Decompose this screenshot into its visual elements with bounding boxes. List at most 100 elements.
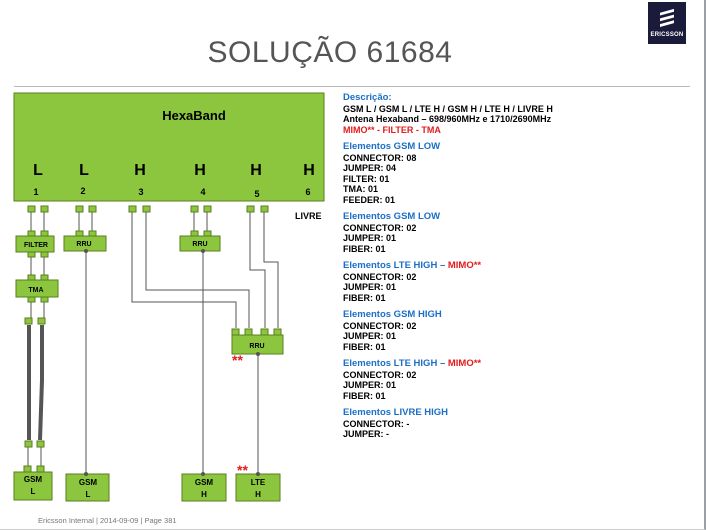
filter-box: [15, 235, 55, 253]
rru2-box: [179, 235, 221, 252]
section-line: JUMPER: -: [343, 429, 390, 439]
section-line: FIBER: 01: [343, 243, 386, 254]
port-letter-5: H: [250, 162, 262, 179]
section-line: CONNECTOR: 08: [343, 152, 417, 163]
feeder-cables: [27, 325, 44, 441]
mimo-stars-rru: **: [232, 352, 243, 368]
section-header: Elementos LTE HIGH – MIMO**: [343, 358, 693, 370]
section-title-mimo: MIMO**: [447, 260, 482, 271]
rru3-fiber-port: [256, 352, 260, 356]
port-number-2: 2: [80, 186, 85, 196]
port-number-4: 4: [200, 187, 205, 197]
section-gsm-low-2: Elementos GSM LOW CONNECTOR: 02 JUMPER: …: [343, 211, 693, 254]
gsm-high-line2: H: [201, 490, 207, 499]
section-title-mimo: MIMO**: [447, 358, 482, 369]
section-header: Elementos LIVRE HIGH: [343, 407, 693, 419]
jumper-lines: [30, 212, 279, 472]
lte-high-port: [256, 472, 260, 476]
port-letter-2: L: [79, 162, 89, 179]
section-line: CONNECTOR: 02: [343, 320, 417, 331]
gsm-high-line1: GSM: [195, 478, 214, 487]
section-livre-high: Elementos LIVRE HIGH CONNECTOR: - JUMPER…: [343, 407, 693, 440]
section-line: CONNECTOR: 02: [343, 271, 417, 282]
port-number-1: 1: [33, 187, 38, 197]
gsm-low-2-port: [84, 472, 88, 476]
lte-high-line1: LTE: [251, 478, 266, 487]
rru1-label: RRU: [76, 241, 91, 248]
section-line: FEEDER: 01: [343, 194, 396, 205]
gsm-low-2-box: [65, 473, 110, 502]
section-header: Elementos GSM LOW: [343, 141, 693, 153]
gsm-low-1-line1: GSM: [24, 475, 43, 484]
mimo-stars-lte: **: [237, 462, 248, 478]
tma-label: TMA: [28, 287, 43, 294]
port-letter-4: H: [194, 162, 206, 179]
port-number-5: 5: [254, 189, 259, 199]
section-header: Elementos LTE HIGH – MIMO**: [343, 260, 693, 272]
port-number-3: 3: [138, 187, 143, 197]
descricao-line3: MIMO** - FILTER - TMA: [343, 124, 441, 135]
section-line: JUMPER: 01: [343, 331, 397, 341]
descricao-header: Descrição:: [343, 92, 392, 103]
ericsson-mark-icon: [660, 8, 674, 27]
section-title: Elementos LIVRE HIGH: [343, 407, 449, 418]
section-line: CONNECTOR: 02: [343, 369, 417, 380]
footer: Ericsson Internal | 2014-09-09 | Page 38…: [38, 516, 177, 525]
rru3-connectors: [231, 328, 282, 336]
tma-box: [15, 279, 59, 298]
section-title: Elementos LTE HIGH –: [343, 260, 448, 271]
gsm-low-2-line2: L: [86, 490, 91, 499]
port-number-6: 6: [305, 187, 310, 197]
section-line: FIBER: 01: [343, 390, 386, 401]
feeder-to-gsm-lines: [27, 447, 42, 466]
section-line: CONNECTOR: 02: [343, 222, 417, 233]
descricao-line1: GSM L / GSM L / LTE H / GSM H / LTE H / …: [343, 103, 553, 114]
rru2-connectors: [190, 230, 212, 237]
logo-text: ERICSSON: [650, 32, 684, 38]
section-line: TMA: 01: [343, 184, 379, 194]
section-lte-high-1: Elementos LTE HIGH – MIMO** CONNECTOR: 0…: [343, 260, 693, 303]
antenna-diagram: HexaBand L L H H H H 1 2 3 4 5 6: [13, 92, 325, 502]
section-title: Elementos GSM LOW: [343, 141, 441, 152]
rru1-connectors: [75, 230, 97, 237]
section-title: Elementos GSM LOW: [343, 211, 441, 222]
hexaband-connectors: [27, 205, 269, 213]
section-header: Elementos GSM LOW: [343, 211, 693, 223]
port-letter-1: L: [33, 162, 43, 179]
section-line: FIBER: 01: [343, 341, 386, 352]
section-title: Elementos GSM HIGH: [343, 309, 442, 320]
ericsson-logo: ERICSSON: [648, 2, 686, 44]
section-header: Elementos GSM HIGH: [343, 309, 693, 321]
section-line: JUMPER: 01: [343, 233, 397, 243]
rru2-label: RRU: [192, 241, 207, 248]
section-gsm-high: Elementos GSM HIGH CONNECTOR: 02 JUMPER:…: [343, 309, 693, 352]
hexaband-label: HexaBand: [162, 108, 226, 123]
gsm-high-port: [201, 472, 205, 476]
rru1-fiber-port: [84, 249, 88, 253]
descricao-line2: Antena Hexaband – 698/960MHz e 1710/2690…: [343, 114, 552, 124]
section-line: JUMPER: 01: [343, 380, 397, 390]
port-letter-6: H: [303, 162, 315, 179]
lte-high-line2: H: [255, 490, 261, 499]
livre-label: LIVRE: [295, 211, 322, 221]
section-title: Elementos LTE HIGH –: [343, 358, 448, 369]
gsm-low-1-line2: L: [31, 487, 36, 496]
rru2-fiber-port: [201, 249, 205, 253]
section-line: FILTER: 01: [343, 173, 390, 184]
section-line: CONNECTOR: -: [343, 418, 410, 429]
title-divider: [14, 86, 690, 87]
section-line: JUMPER: 04: [343, 163, 397, 173]
section-line: FIBER: 01: [343, 292, 386, 303]
port-letter-3: H: [134, 162, 146, 179]
hexaband-box: [13, 92, 325, 202]
gsm-high-box: [181, 473, 227, 502]
rru3-label: RRU: [249, 343, 264, 350]
bottom-connectors: [23, 465, 45, 473]
info-panel: Descrição: GSM L / GSM L / LTE H / GSM H…: [343, 92, 693, 440]
gsm-low-2-line1: GSM: [79, 478, 98, 487]
section-gsm-low-1: Elementos GSM LOW CONNECTOR: 08 JUMPER: …: [343, 141, 693, 205]
lte-high-box: [235, 473, 281, 502]
gsm-low-1-box: [13, 471, 53, 501]
filter-label: FILTER: [24, 242, 48, 249]
